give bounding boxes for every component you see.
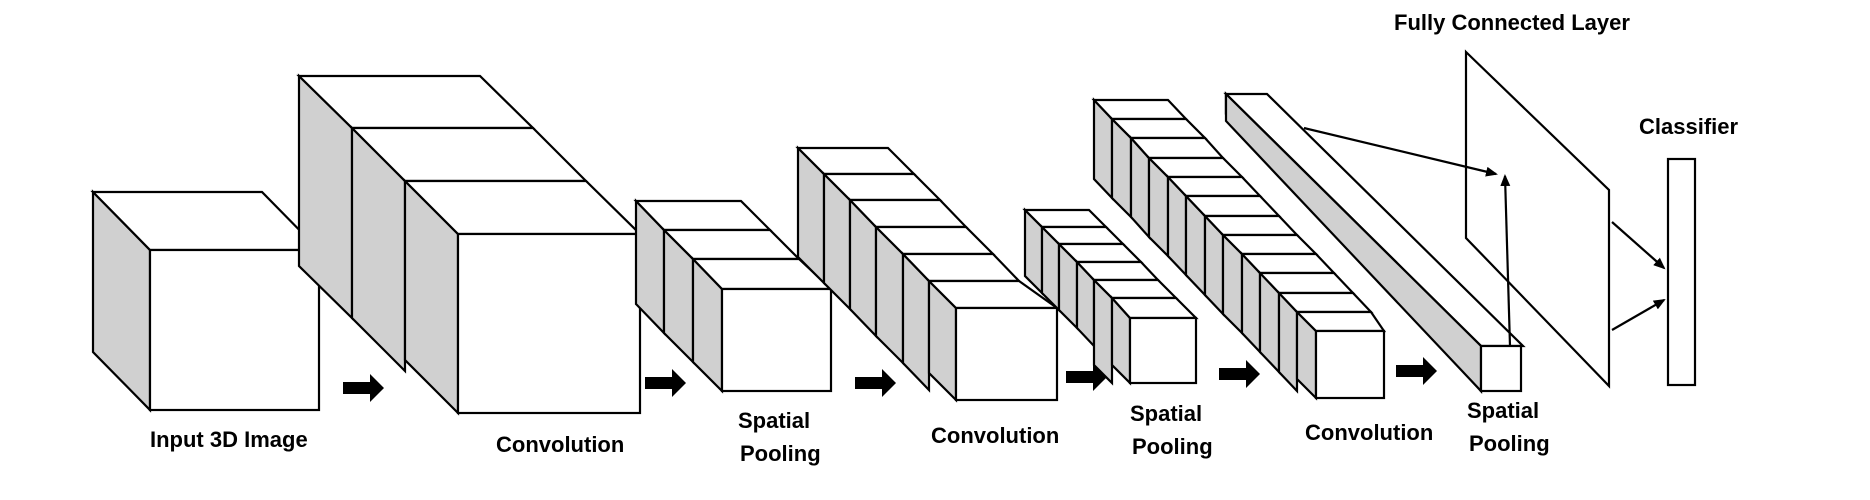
pool2-block: [1022, 207, 1199, 386]
pool2-label-line1: Spatial: [1130, 401, 1202, 426]
conv3-label: Convolution: [1305, 420, 1433, 445]
classifier-bar: [1666, 157, 1697, 387]
conv1-label: Convolution: [496, 432, 624, 457]
conv2-label: Convolution: [931, 423, 1059, 448]
right-arrow-icon: [855, 369, 896, 397]
pool3-label-line1: Spatial: [1467, 398, 1539, 423]
right-arrow-icon: [343, 374, 384, 402]
right-arrow-icon: [1396, 357, 1437, 385]
connection-arrows: [1303, 126, 1666, 347]
conv3-block: [1091, 97, 1387, 401]
classifier-label: Classifier: [1639, 114, 1738, 139]
conv2-block: [795, 145, 1061, 403]
input-image-cube: [90, 189, 322, 413]
fully-connected-plane: [1464, 49, 1611, 389]
conv1-block: [296, 73, 643, 416]
fc-label: Fully Connected Layer: [1394, 10, 1630, 35]
input-label: Input 3D Image: [150, 427, 308, 452]
pool2-label-line2: Pooling: [1132, 434, 1213, 459]
pool3-block: [1223, 91, 1526, 394]
pool1-label-line2: Pooling: [740, 441, 821, 466]
pool3-label-line2: Pooling: [1469, 431, 1550, 456]
pool1-block: [633, 198, 834, 394]
right-arrow-icon: [1219, 360, 1260, 388]
pool1-label-line1: Spatial: [738, 408, 810, 433]
right-arrow-icon: [645, 369, 686, 397]
right-arrow-icon: [1066, 363, 1107, 391]
